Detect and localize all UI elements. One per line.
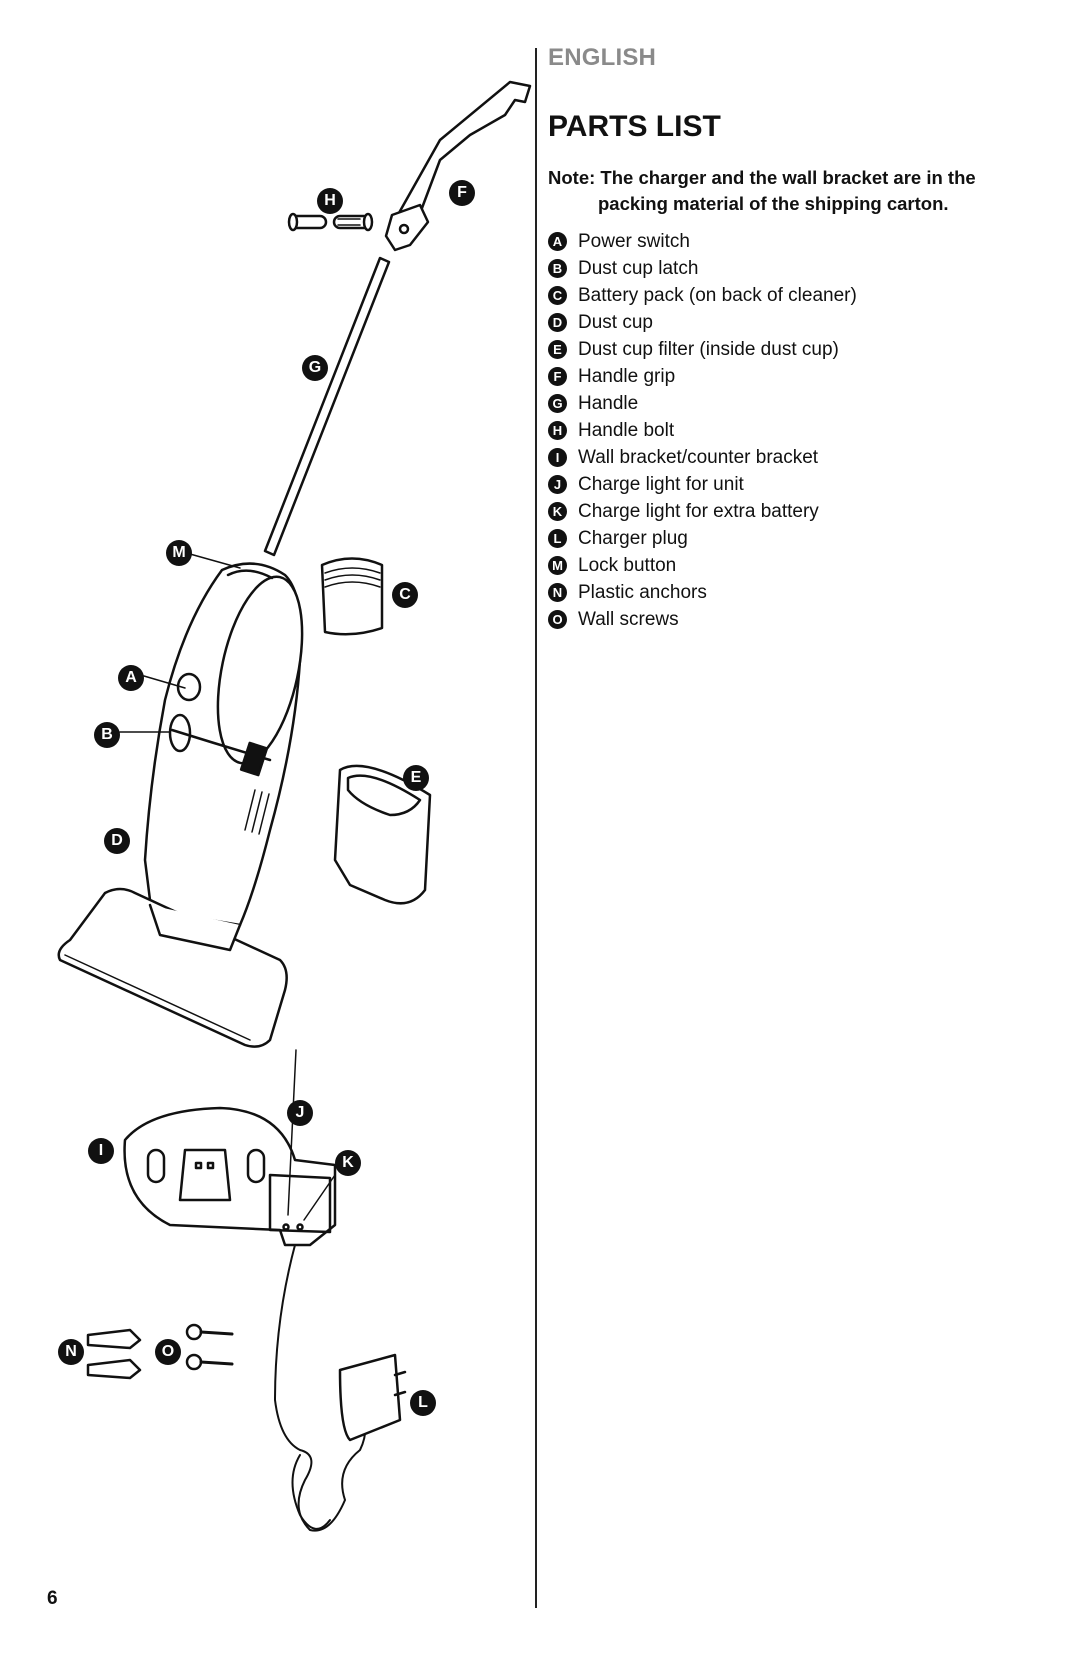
callout-o: O bbox=[155, 1339, 181, 1365]
letter-badge: A bbox=[548, 232, 567, 251]
part-label: Charge light for unit bbox=[578, 473, 744, 495]
part-label: Wall screws bbox=[578, 608, 679, 630]
list-item: D Dust cup bbox=[548, 309, 857, 336]
part-label: Dust cup bbox=[578, 311, 653, 333]
page-title: PARTS LIST bbox=[548, 110, 721, 143]
note-line-1: Note: The charger and the wall bracket a… bbox=[548, 167, 976, 188]
letter-badge: F bbox=[548, 367, 567, 386]
callout-g: G bbox=[302, 355, 328, 381]
callout-h: H bbox=[317, 188, 343, 214]
part-label: Dust cup filter (inside dust cup) bbox=[578, 338, 839, 360]
letter-badge: H bbox=[548, 421, 567, 440]
letter-badge: C bbox=[548, 286, 567, 305]
packing-note: Note: The charger and the wall bracket a… bbox=[548, 165, 1008, 217]
letter-badge: J bbox=[548, 475, 567, 494]
handle-tube-drawing bbox=[263, 256, 391, 557]
letter-badge: N bbox=[548, 583, 567, 602]
part-label: Lock button bbox=[578, 554, 677, 576]
part-label: Charge light for extra battery bbox=[578, 500, 819, 522]
list-item: F Handle grip bbox=[548, 363, 857, 390]
callout-i: I bbox=[88, 1138, 114, 1164]
letter-badge: B bbox=[548, 259, 567, 278]
letter-badge: E bbox=[548, 340, 567, 359]
wall-bracket-drawing bbox=[123, 1049, 337, 1247]
anchors-screws-drawing bbox=[86, 1323, 234, 1380]
callout-a: A bbox=[118, 665, 144, 691]
note-line-2: packing material of the shipping carton. bbox=[598, 193, 949, 214]
list-item: H Handle bolt bbox=[548, 417, 857, 444]
letter-badge: M bbox=[548, 556, 567, 575]
callout-l: L bbox=[410, 1390, 436, 1416]
callout-k: K bbox=[335, 1150, 361, 1176]
list-item: I Wall bracket/counter bracket bbox=[548, 444, 857, 471]
list-item: N Plastic anchors bbox=[548, 579, 857, 606]
callout-e: E bbox=[403, 765, 429, 791]
dust-cup-filter-drawing bbox=[333, 764, 432, 905]
charger-cord-drawing bbox=[274, 1244, 407, 1532]
list-item: C Battery pack (on back of cleaner) bbox=[548, 282, 857, 309]
list-item: J Charge light for unit bbox=[548, 471, 857, 498]
list-item: L Charger plug bbox=[548, 525, 857, 552]
part-label: Charger plug bbox=[578, 527, 688, 549]
part-label: Power switch bbox=[578, 230, 690, 252]
list-item: K Charge light for extra battery bbox=[548, 498, 857, 525]
part-label: Dust cup latch bbox=[578, 257, 699, 279]
column-divider bbox=[535, 48, 537, 1608]
callout-c: C bbox=[392, 582, 418, 608]
list-item: M Lock button bbox=[548, 552, 857, 579]
battery-pack-drawing bbox=[320, 557, 384, 636]
list-item: A Power switch bbox=[548, 228, 857, 255]
letter-badge: L bbox=[548, 529, 567, 548]
callout-f: F bbox=[449, 180, 475, 206]
letter-badge: K bbox=[548, 502, 567, 521]
part-label: Plastic anchors bbox=[578, 581, 707, 603]
part-label: Battery pack (on back of cleaner) bbox=[578, 284, 857, 306]
list-item: B Dust cup latch bbox=[548, 255, 857, 282]
handle-bolt-drawing bbox=[287, 212, 374, 232]
page-number: 6 bbox=[47, 1588, 58, 1609]
callout-n: N bbox=[58, 1339, 84, 1365]
callout-m: M bbox=[166, 540, 192, 566]
part-label: Handle bbox=[578, 392, 639, 414]
list-item: G Handle bbox=[548, 390, 857, 417]
list-item: E Dust cup filter (inside dust cup) bbox=[548, 336, 857, 363]
letter-badge: D bbox=[548, 313, 567, 332]
parts-list: A Power switch B Dust cup latch C Battery p… bbox=[548, 228, 857, 633]
part-label: Wall bracket/counter bracket bbox=[578, 446, 819, 468]
callout-d: D bbox=[104, 828, 130, 854]
list-item: O Wall screws bbox=[548, 606, 857, 633]
letter-badge: G bbox=[548, 394, 567, 413]
handle-grip-drawing bbox=[384, 80, 532, 252]
letter-badge: O bbox=[548, 610, 567, 629]
part-label: Handle bolt bbox=[578, 419, 675, 441]
vacuum-body-drawing bbox=[57, 562, 304, 1048]
callout-j: J bbox=[287, 1100, 313, 1126]
callout-b: B bbox=[94, 722, 120, 748]
letter-badge: I bbox=[548, 448, 567, 467]
part-label: Handle grip bbox=[578, 365, 676, 387]
language-heading: ENGLISH bbox=[548, 44, 657, 71]
